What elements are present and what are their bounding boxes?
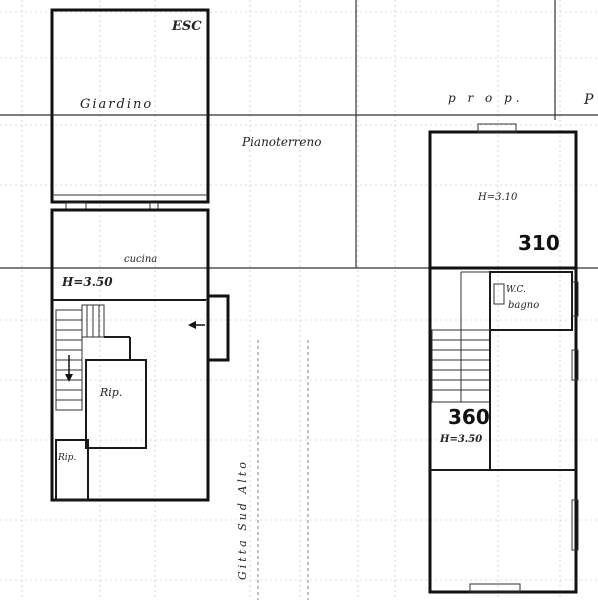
- label-giardino: Giardino: [80, 97, 153, 112]
- label-prop-edge: P: [583, 92, 594, 108]
- label-prop: p r o p.: [448, 91, 524, 105]
- label-height-right-top: H=3.10: [477, 192, 518, 203]
- label-cucina: cucina: [124, 254, 157, 265]
- left-unit: [50, 208, 230, 502]
- label-room-360: 360: [448, 405, 490, 429]
- label-room-310: 310: [518, 231, 560, 255]
- left-stairs: [55, 304, 105, 411]
- right-stairs: [431, 271, 491, 403]
- label-bagno: bagno: [508, 300, 539, 311]
- label-height-right-bottom: H=3.50: [439, 434, 482, 445]
- label-height-left: H=3.50: [61, 275, 113, 289]
- label-rip-2: Rip.: [57, 453, 76, 463]
- right-unit: [428, 123, 579, 594]
- label-piano-terreno: Pianoterreno: [241, 135, 321, 149]
- side-walk: [257, 340, 309, 600]
- guide-lines: [0, 0, 598, 269]
- label-wc: W.C.: [506, 285, 526, 295]
- label-street: Gitta Sud Alto: [236, 459, 249, 580]
- label-rip-1: Rip.: [99, 386, 122, 399]
- label-esc: ESC: [171, 19, 202, 34]
